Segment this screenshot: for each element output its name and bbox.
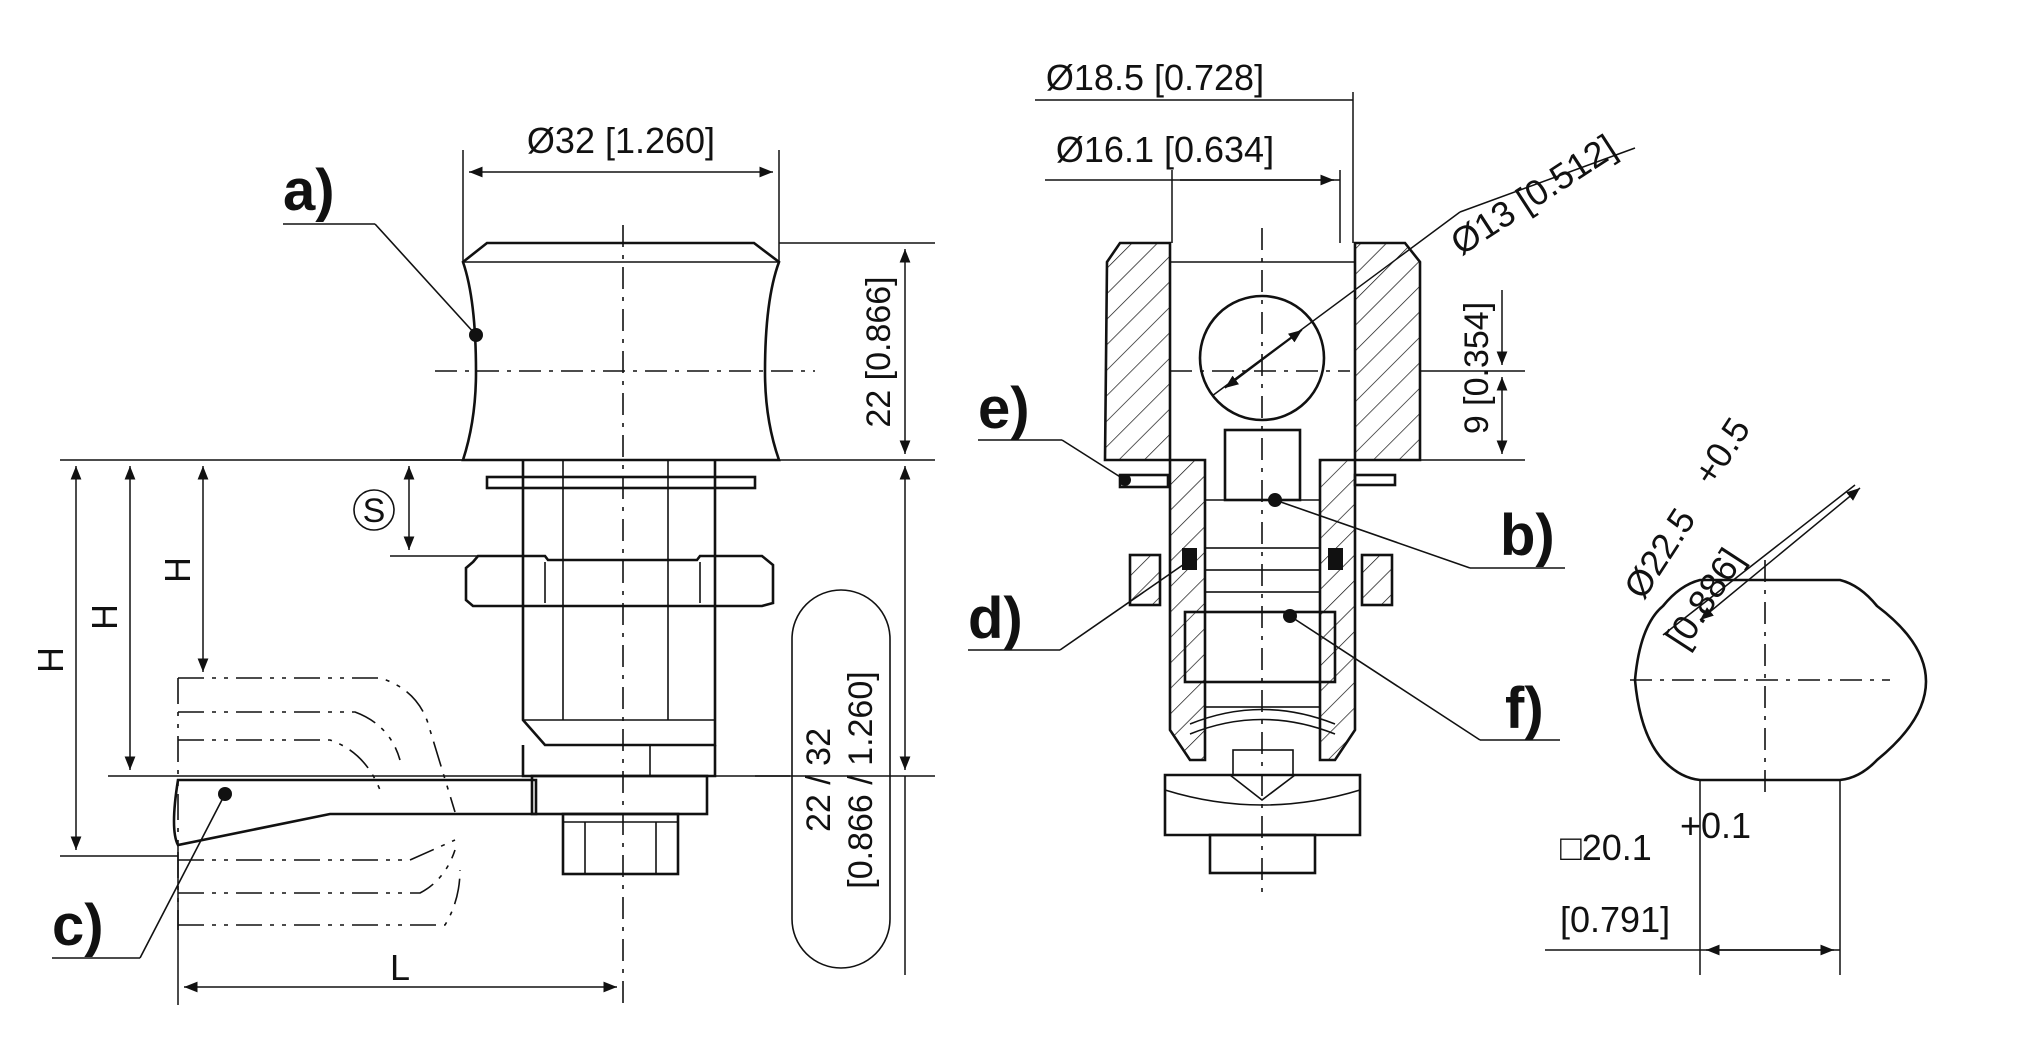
spring-block: [1183, 610, 1337, 684]
nut-section-left: [1128, 553, 1162, 607]
side-view: S H H H L Ø32 [1.260] 22 [0.866] 22 / 32…: [30, 120, 935, 1005]
ball: [1198, 294, 1326, 422]
dimension-sq-20-1: □20.1: [1560, 827, 1652, 868]
section-screw: [1208, 833, 1317, 875]
housing-body: [521, 460, 717, 747]
housing-section-right: [1353, 241, 1422, 462]
dimension-sq-20-1-inch: [0.791]: [1560, 899, 1670, 940]
h-dimension-middle: H: [84, 604, 125, 630]
hex-nut: [464, 554, 775, 608]
label-c: c): [52, 893, 104, 958]
nut-section-right: [1360, 553, 1394, 607]
dimension-dia-16-1: Ø16.1 [0.634]: [1056, 129, 1274, 170]
cutout-view: Ø22.5 +0.5 [0.886] □20.1 +0.1 [0.791]: [1545, 410, 1928, 975]
label-b: b): [1500, 503, 1555, 568]
cam-screw-base: [530, 774, 709, 816]
dimension-sq-20-1-tol: +0.1: [1680, 805, 1751, 846]
label-a: a): [283, 158, 335, 223]
cam-phantom-lower: [178, 839, 456, 861]
l-dimension: L: [390, 947, 410, 988]
dimension-height-22: 22 [0.866]: [860, 276, 898, 427]
s-symbol-circle: [353, 489, 395, 531]
cam-phantom-upper: [178, 677, 456, 813]
cam-mount: [521, 745, 717, 778]
dimension-dia-18-5: Ø18.5 [0.728]: [1046, 57, 1264, 98]
sleeve-section-right: [1318, 458, 1357, 762]
dimension-dia-22-5-tol: +0.5: [1685, 410, 1758, 492]
cutout-profile: [1633, 578, 1928, 782]
label-d: d): [968, 586, 1023, 651]
label-e: e): [978, 376, 1030, 441]
h-dimension-inner: H: [157, 557, 198, 583]
dimension-height-9: 9 [0.354]: [1458, 302, 1496, 434]
housing-section-left: [1103, 241, 1172, 462]
s-symbol: S: [363, 492, 386, 530]
dimension-dia-13: Ø13 [0.512]: [1443, 126, 1623, 263]
washer: [485, 475, 757, 490]
knob-body: [461, 241, 781, 462]
section-view: Ø18.5 [0.728] Ø16.1 [0.634] Ø13 [0.512] …: [968, 57, 1636, 900]
spring-arc: [1189, 708, 1336, 725]
cam-screw: [561, 812, 680, 876]
dimension-dia-32: Ø32 [1.260]: [527, 120, 715, 161]
h-dimension-outer: H: [30, 647, 71, 673]
dimension-range-bottom: [0.866 / 1.260]: [842, 671, 880, 888]
cam-lever: [172, 778, 538, 847]
range-callout-box: [791, 589, 891, 969]
label-f: f): [1505, 676, 1544, 741]
sleeve-section-left: [1168, 458, 1207, 762]
dimension-range-top: 22 / 32: [800, 728, 838, 832]
o-ring-right: [1328, 548, 1343, 570]
